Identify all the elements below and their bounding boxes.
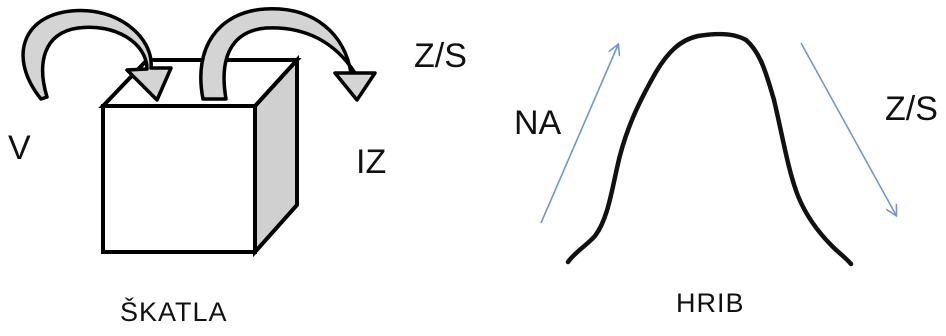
caption-skatla: ŠKATLA bbox=[120, 297, 228, 327]
hill-curve bbox=[565, 31, 854, 267]
arrow-out-of-box bbox=[199, 7, 377, 102]
label-z-s-box: Z/S bbox=[414, 37, 467, 75]
label-v: V bbox=[8, 129, 31, 167]
arrow-up-hill bbox=[540, 45, 618, 224]
arrow-into-box bbox=[21, 8, 173, 102]
caption-hrib: HRIB bbox=[676, 288, 745, 318]
label-z-s-hill: Z/S bbox=[885, 90, 938, 128]
arrow-down-hill bbox=[800, 42, 896, 215]
hill-diagram bbox=[540, 31, 896, 267]
label-iz: IZ bbox=[356, 143, 387, 181]
box-diagram bbox=[21, 7, 377, 258]
cube-front-face bbox=[101, 104, 257, 254]
label-na: NA bbox=[514, 104, 562, 142]
